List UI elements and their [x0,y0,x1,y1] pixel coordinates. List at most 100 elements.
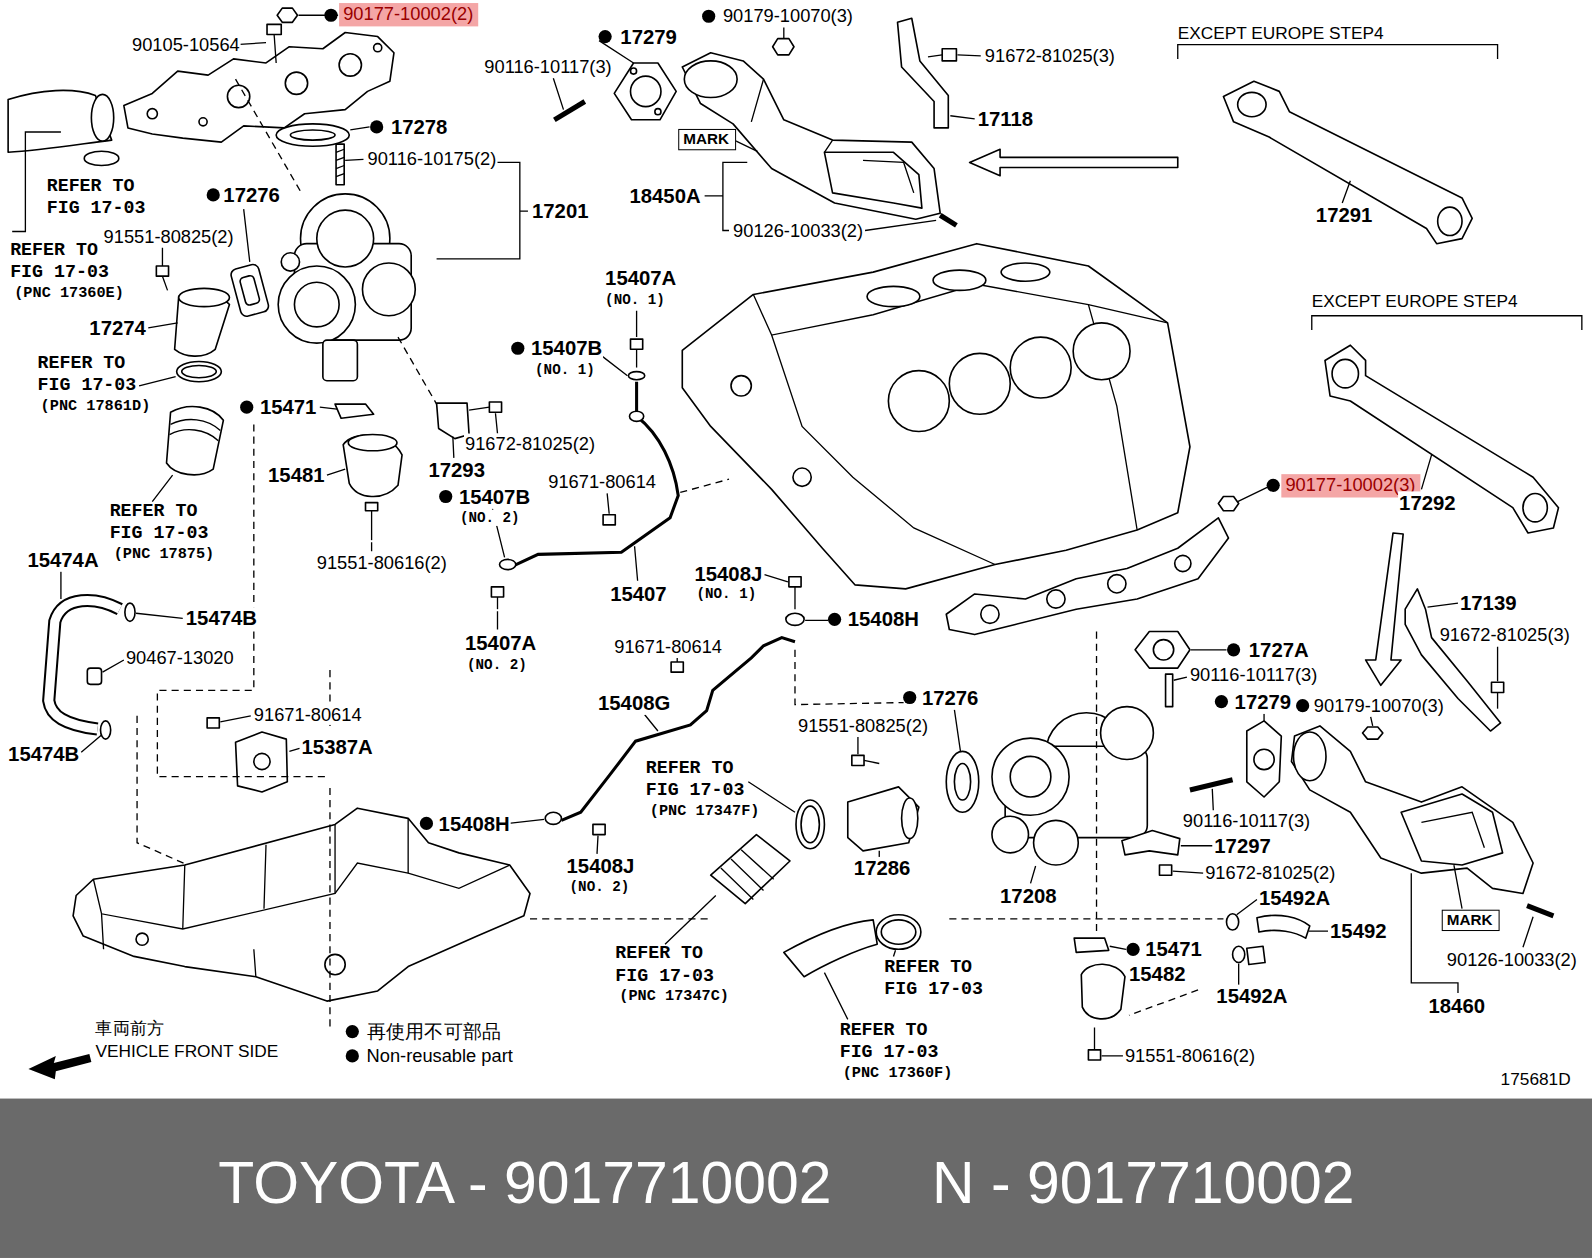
catalytic-converter [682,53,940,220]
part-number: 90116-10175(2) [367,149,498,170]
nut [1363,727,1383,739]
part-number: 91671-80614 [253,704,363,725]
manifold-gasket [124,32,394,142]
nut [1363,727,1383,739]
oil-pipe [631,339,643,349]
reference-note: REFER TO FIG 17-03 [46,176,150,220]
callout-number: 15474A [26,548,99,571]
stud-bolt [1527,906,1553,916]
variant-bracket [1312,316,1582,330]
note-text: EXCEPT EUROPE STEP4 [1177,24,1385,44]
non-reusable-dot [207,188,220,201]
leader-line [509,575,829,854]
mark-box: MARK [1442,910,1500,932]
water-hose [1233,946,1245,962]
engine-block [1010,337,1071,398]
oil-pipe [545,577,804,835]
dashed-guide [680,479,729,492]
engine-block [1001,263,1050,281]
callout-number: 15471 [259,395,318,418]
bolt [366,503,378,511]
oil-pipe [497,597,498,609]
callout-number: 17279 [1234,690,1293,713]
part-number: 90116-10117(3) [1182,811,1311,832]
part-number: 91551-80825(2) [103,226,235,247]
quantity-note: (NO. 1) [695,586,757,602]
gasket [1247,721,1282,797]
bolt [928,49,956,61]
reference-code: (PNC 17861D) [40,398,152,416]
manifold-gasket [339,54,361,76]
variant-bracket [1178,45,1582,330]
air-hose [167,407,224,475]
note-text: VEHICLE FRONT SIDE [94,1042,279,1062]
oil-drain-elbow [348,435,397,451]
gasket [1247,721,1282,797]
quantity-note: (NO. 2) [569,879,631,895]
hose-clamp [796,800,824,849]
non-reusable-dot [240,401,253,414]
manifold-gasket [1108,575,1126,593]
stud-bolt [336,149,344,176]
callout-number: 17276 [921,686,980,709]
engine-block [1073,323,1130,380]
non-reusable-dot [599,30,612,43]
legend-text: 再使用不可部品 [367,1020,502,1041]
leader-line [1238,455,1533,993]
water-hose [1247,946,1265,964]
callout-number: 17286 [853,856,912,879]
non-reusable-dot [324,9,337,22]
water-hose [1257,915,1310,938]
o-ring [876,915,921,950]
stud-bolt [554,102,584,120]
bolt [366,503,378,541]
dashed-guide [398,337,437,404]
bolt [864,760,879,763]
quantity-note: (NO. 2) [459,510,521,526]
oil-drain-elbow [1081,964,1125,1019]
exhaust-pipe [1332,359,1358,387]
manifold-gasket [946,518,1228,635]
intake-pipe [848,787,919,851]
leader-line [12,15,1533,1056]
oil-pipe [671,662,683,672]
gasket [631,68,637,74]
oil-pan [136,933,148,945]
gasket [290,130,335,140]
part-number: 91671-80614 [613,636,723,657]
bolt [942,49,956,61]
callout-number: 15474B [7,743,80,766]
stud-bolt [1190,780,1233,790]
reference-note: REFER TO FIG 17-03 [37,353,141,397]
intake-pipe [175,288,230,356]
callout-number: 17276 [222,183,281,206]
callout-number: 1727A [1248,638,1310,661]
exhaust-pipe [1238,92,1266,116]
engine-block [682,244,1190,589]
non-reusable-dot [1227,643,1240,656]
callout-number: 15492 [1329,919,1388,942]
part-number: 91551-80616(2) [1124,1045,1256,1066]
engine-block [793,468,811,486]
o-ring [876,915,921,950]
dashed-guide [137,79,1223,1030]
manifold-gasket [147,109,157,119]
callout-number: 15482 [1128,962,1187,985]
part-number: 90177-10002(3) [1285,475,1416,496]
engine-block [949,353,1010,414]
reference-code: (PNC 17347F) [649,803,761,821]
reference-note: REFER TO FIG 17-03 [109,501,213,545]
callout-number: 18450A [628,184,701,207]
legend-text: Non-reusable part [367,1045,513,1065]
manifold-gasket [374,44,382,52]
callout-number: 18460 [1428,994,1487,1017]
oil-pan [73,808,530,1001]
engine-block [731,376,751,396]
bolt [928,55,942,57]
hose-clamp [177,361,222,381]
callout-number: 15471 [1144,938,1203,961]
part-number: 91672-81025(2) [1204,863,1336,884]
catalytic-converter [1293,732,1325,781]
